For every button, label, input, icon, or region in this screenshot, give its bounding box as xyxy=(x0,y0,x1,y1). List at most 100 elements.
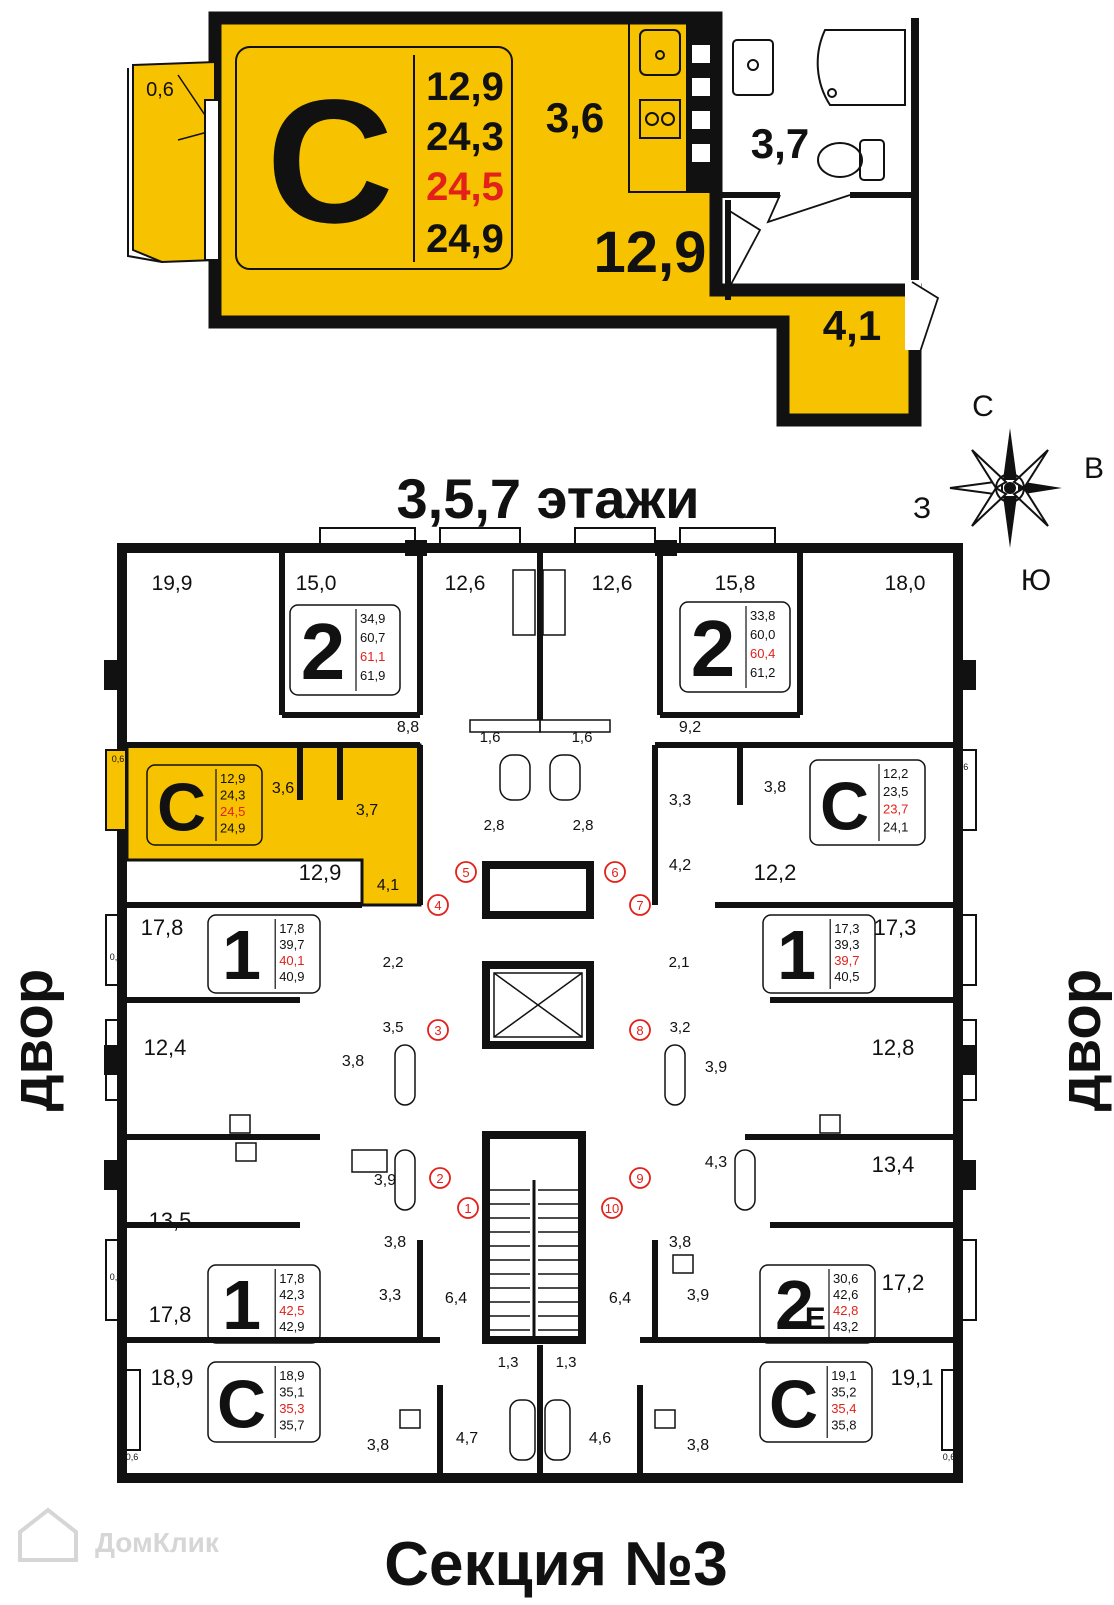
apartment-area-3: 40,5 xyxy=(834,969,859,984)
room-area-r_3_8e: 3,8 xyxy=(367,1437,389,1454)
vent-shaft xyxy=(686,18,716,192)
room-area-r_15_8: 15,8 xyxy=(715,572,756,595)
apartment-type: C xyxy=(820,769,869,845)
hall-area: 4,1 xyxy=(823,302,881,349)
apartment-badge-frame xyxy=(679,601,791,693)
apartment-area-2: 39,7 xyxy=(834,953,859,968)
room-area-r_19_1: 19,1 xyxy=(891,1365,934,1390)
entrance-marker-2: 2 xyxy=(429,1167,451,1189)
apartment-area-1: 23,5 xyxy=(883,784,908,799)
apartment-area-2: 42,8 xyxy=(833,1303,858,1318)
room-area-r_3_9a: 3,9 xyxy=(705,1059,727,1076)
selected-unit-plan: C 12,9 24,3 24,5 24,9 0,6 3,6 3,7 12,9 4… xyxy=(127,11,940,427)
room-area-r_2_8a: 2,8 xyxy=(484,817,505,834)
entrance-marker-6: 6 xyxy=(604,861,626,883)
staircase xyxy=(482,1131,586,1344)
room-area-r_3_7: 3,7 xyxy=(356,802,378,819)
room-area-r_18_0: 18,0 xyxy=(885,572,926,595)
room-area-r_19_9: 19,9 xyxy=(152,572,193,595)
apartment-area-1: 35,1 xyxy=(279,1385,304,1400)
room-area-r_18_9: 18,9 xyxy=(151,1365,194,1390)
room-area-r_12_9: 12,9 xyxy=(299,860,342,885)
watermark: ДомКлик xyxy=(18,1507,220,1562)
entrance-marker-5: 5 xyxy=(455,861,477,883)
apartment-type: 1 xyxy=(222,916,261,994)
entrance-marker-4: 4 xyxy=(427,894,449,916)
courtyard-label-left: двор xyxy=(0,969,65,1112)
apartment-type: 1 xyxy=(777,916,816,994)
compass-north: С xyxy=(972,390,994,423)
apartment-area-2: 61,1 xyxy=(360,649,385,664)
room-area-r_15_0: 15,0 xyxy=(296,572,337,595)
apartment-badge-frame xyxy=(762,914,876,994)
shower-icon xyxy=(816,29,906,106)
selected-unit-total-area: 24,9 xyxy=(426,217,504,261)
kitchen-sink-icon xyxy=(639,29,681,76)
room-area-r_4_1: 4,1 xyxy=(377,877,399,894)
room-area-r_3_8a: 3,8 xyxy=(764,779,786,796)
room-area-r_4_3: 4,3 xyxy=(705,1154,727,1171)
apartment-area-2: 23,7 xyxy=(883,802,908,817)
room-area-r_3_5: 3,5 xyxy=(383,1019,404,1036)
room-area-r_9_2: 9,2 xyxy=(679,719,701,736)
compass-south: Ю xyxy=(1021,564,1051,597)
room-area-r_0_6b: 0,6 xyxy=(110,952,123,962)
section-title: Секция №3 xyxy=(384,1530,728,1599)
compass-west: З xyxy=(913,492,931,525)
entrance-door xyxy=(905,280,940,353)
entrance-marker-7: 7 xyxy=(629,894,651,916)
room-area-r_1_6b: 1,6 xyxy=(572,729,593,746)
entrance-number: 2 xyxy=(436,1171,443,1186)
apartment-type: C xyxy=(217,1367,266,1443)
room-area-r_3_3a: 3,3 xyxy=(669,792,691,809)
room-area-r_8_8: 8,8 xyxy=(397,719,419,736)
selected-unit-living-area: 12,9 xyxy=(426,65,504,109)
apartment-area-2: 42,5 xyxy=(279,1303,304,1318)
balcony-area: 0,6 xyxy=(146,79,174,101)
apartment-area-0: 12,9 xyxy=(220,771,245,786)
room-area-r_3_6: 3,6 xyxy=(272,780,294,797)
entrance-marker-3: 3 xyxy=(427,1019,449,1041)
room-area-r_4_7: 4,7 xyxy=(456,1430,478,1447)
apartment-area-3: 42,9 xyxy=(279,1319,304,1334)
room-area-r_3_2: 3,2 xyxy=(670,1019,691,1036)
room-area-r_1_6a: 1,6 xyxy=(480,729,501,746)
apartment-area-0: 30,6 xyxy=(833,1271,858,1286)
apartment-badge-frame xyxy=(207,1361,321,1443)
room-area-r_12_6b: 12,6 xyxy=(592,572,633,595)
apartment-area-2: 40,1 xyxy=(279,953,304,968)
apartment-area-2: 24,5 xyxy=(220,804,245,819)
watermark-text: ДомКлик xyxy=(95,1527,220,1558)
apartment-badge-frame xyxy=(146,764,263,846)
entrance-marker-8: 8 xyxy=(629,1019,651,1041)
apartment-badge-frame xyxy=(759,1361,873,1443)
apartment-area-0: 34,9 xyxy=(360,611,385,626)
apartment-badge-frame xyxy=(207,914,321,994)
room-area-r_17_8a: 17,8 xyxy=(141,915,184,940)
room-area-r_3_9b: 3,9 xyxy=(374,1172,396,1189)
apartment-area-3: 35,8 xyxy=(831,1418,856,1433)
apartment-area-2: 35,3 xyxy=(279,1401,304,1416)
apartment-area-0: 18,9 xyxy=(279,1368,304,1383)
apartment-area-0: 19,1 xyxy=(831,1368,856,1383)
bathroom-area: 3,7 xyxy=(751,120,809,167)
room-area-r_12_2: 12,2 xyxy=(754,860,797,885)
selected-unit-area-2: 24,3 xyxy=(426,115,504,159)
room-area-r_0_6f: 0,6 xyxy=(943,1452,956,1462)
apartment-area-3: 24,1 xyxy=(883,819,908,834)
room-area-r_0_6g: 0,6 xyxy=(956,762,969,772)
room-area-r_6_4a: 6,4 xyxy=(445,1290,467,1307)
selected-unit-area-highlighted: 24,5 xyxy=(426,165,504,209)
room-area-r_3_8b: 3,8 xyxy=(342,1053,364,1070)
entrance-marker-9: 9 xyxy=(629,1167,651,1189)
room-area-r_12_8: 12,8 xyxy=(872,1035,915,1060)
apartment-area-1: 42,6 xyxy=(833,1287,858,1302)
section-floor-plan: 234,960,761,161,9233,860,060,461,2C12,92… xyxy=(104,527,977,1483)
